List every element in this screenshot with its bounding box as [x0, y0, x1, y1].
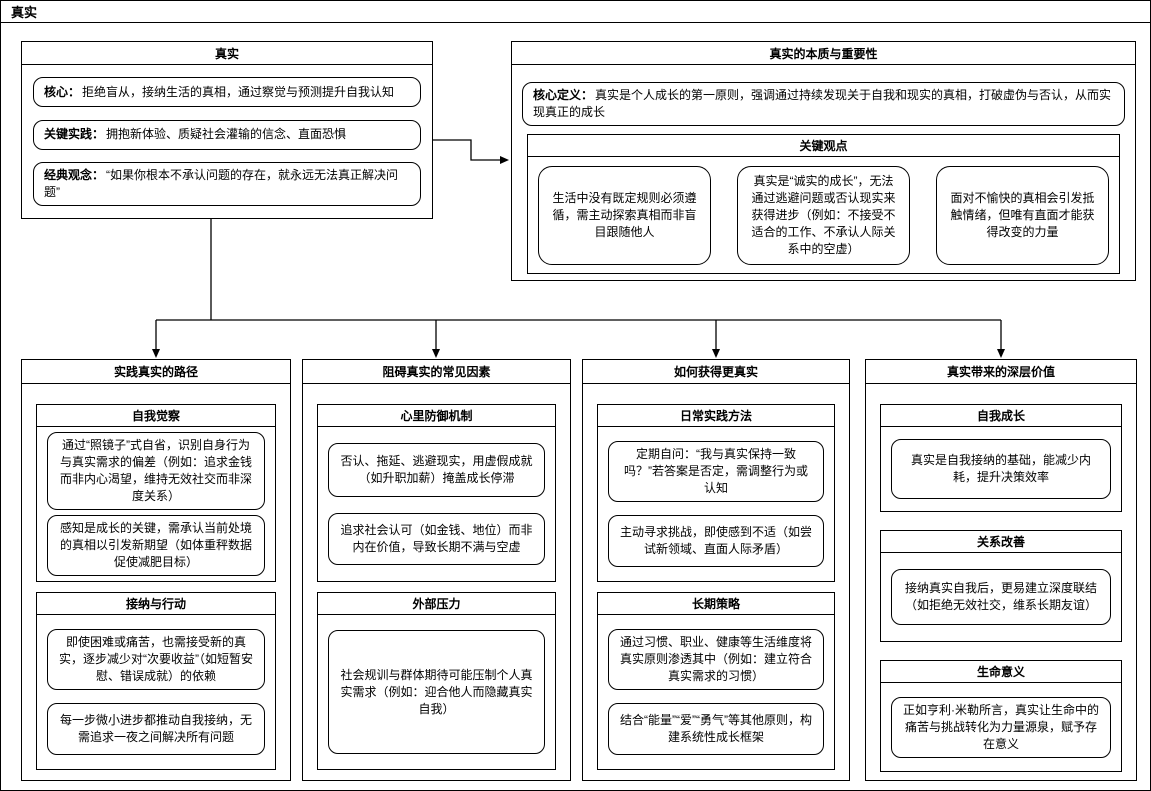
node-item[interactable]: 接纳真实自我后，更易建立深度联结（如拒绝无效社交，维系长期友谊）: [891, 569, 1111, 625]
diagram-title-bar: 真实: [1, 1, 1150, 23]
node-group-defense[interactable]: 心里防御机制 否认、拖延、逃避现实，用虚假成就（如升职加薪）掩盖成长停滞 追求社…: [317, 404, 556, 582]
node-essence-body: 核心定义：真实是个人成长的第一原则，强调通过持续发现关于自我和现实的真相，打破虚…: [512, 65, 1135, 274]
node-item[interactable]: 每一步微小进步都推动自我接纳，无需追求一夜之间解决所有问题: [47, 703, 265, 756]
column-title: 真实带来的深层价值: [866, 360, 1136, 384]
node-essence[interactable]: 真实的本质与重要性 核心定义：真实是个人成长的第一原则，强调通过持续发现关于自我…: [511, 41, 1136, 281]
node-item[interactable]: 通过“照镜子”式自省，识别自身行为与真实需求的偏差（例如：追求金钱而非内心渴望，…: [47, 432, 265, 510]
node-group-external-pressure[interactable]: 外部压力 社会规训与群体期待可能压制个人真实需求（例如：迎合他人而隐藏真实自我）: [317, 592, 556, 770]
node-item[interactable]: 追求社会认可（如金钱、地位）而非内在价值，导致长期不满与空虚: [328, 513, 545, 565]
node-item[interactable]: 真实是自我接纳的基础，能减少内耗，提升决策效率: [891, 439, 1111, 499]
node-item[interactable]: 感知是成长的关键，需承认当前处境的真相以引发新期望（如体重秤数据促使减肥目标）: [47, 515, 265, 576]
node-core-definition[interactable]: 核心定义：真实是个人成长的第一原则，强调通过持续发现关于自我和现实的真相，打破虚…: [522, 82, 1125, 126]
node-key-point[interactable]: 生活中没有既定规则必须遵循，需主动探索真相而非盲目跟随他人: [538, 166, 711, 265]
node-key-practice[interactable]: 关键实践：拥抱新体验、质疑社会灌输的信念、直面恐惧: [33, 119, 421, 150]
node-item[interactable]: 否认、拖延、逃避现实，用虚假成就（如升职加薪）掩盖成长停滞: [328, 443, 545, 497]
node-column-obstacles[interactable]: 阻碍真实的常见因素 心里防御机制 否认、拖延、逃避现实，用虚假成就（如升职加薪）…: [302, 359, 571, 781]
node-key-points-row: 生活中没有既定规则必须遵循，需主动探索真相而非盲目跟随他人 真实是“诚实的成长”…: [528, 157, 1119, 274]
node-key-practice-text: 关键实践：拥抱新体验、质疑社会灌输的信念、直面恐惧: [44, 127, 347, 141]
node-item[interactable]: 结合“能量”“爱”“勇气”等其他原则，构建系统性成长框架: [608, 703, 824, 756]
node-group-daily-practice[interactable]: 日常实践方法 定期自问：“我与真实保持一致吗？”若答案是否定，需调整行为或认知 …: [597, 404, 835, 582]
node-key-point[interactable]: 真实是“诚实的成长”，无法通过逃避问题或否认现实来获得进步（例如：不接受不适合的…: [737, 166, 910, 265]
node-item[interactable]: 定期自问：“我与真实保持一致吗？”若答案是否定，需调整行为或认知: [608, 440, 824, 502]
node-core-text: 核心：拒绝盲从，接纳生活的真相，通过察觉与预测提升自我认知: [44, 84, 395, 99]
node-key-point[interactable]: 面对不愉快的真相会引发抵触情绪，但唯有直面才能获得改变的力量: [936, 166, 1109, 265]
page-title: 真实: [11, 5, 38, 20]
node-root-body: 核心：拒绝盲从，接纳生活的真相，通过察觉与预测提升自我认知 关键实践：拥抱新体验…: [22, 65, 432, 218]
node-key-points[interactable]: 关键观点 生活中没有既定规则必须遵循，需主动探索真相而非盲目跟随他人 真实是“诚…: [527, 134, 1120, 274]
node-group-self-awareness[interactable]: 自我觉察 通过“照镜子”式自省，识别自身行为与真实需求的偏差（例如：追求金钱而非…: [36, 404, 276, 582]
node-item[interactable]: 主动寻求挑战，即使感到不适（如尝试新领域、直面人际矛盾）: [608, 515, 824, 568]
node-root[interactable]: 真实 核心：拒绝盲从，接纳生活的真相，通过察觉与预测提升自我认知 关键实践：拥抱…: [21, 41, 433, 219]
node-group-long-term[interactable]: 长期策略 通过习惯、职业、健康等生活维度将真实原则渗透其中（例如：建立符合真实需…: [597, 592, 835, 770]
node-group-accept-act[interactable]: 接纳与行动 即使困难或痛苦，也需接受新的真实，逐步减少对“次要收益”（如短暂安慰…: [36, 592, 276, 770]
column-title: 如何获得更真实: [583, 360, 849, 384]
node-classic-view[interactable]: 经典观念：“如果你根本不承认问题的存在，就永远无法真正解决问题”: [33, 161, 421, 206]
node-classic-view-text: 经典观念：“如果你根本不承认问题的存在，就永远无法真正解决问题”: [44, 167, 399, 199]
node-column-paths[interactable]: 实践真实的路径 自我觉察 通过“照镜子”式自省，识别自身行为与真实需求的偏差（例…: [21, 359, 291, 781]
node-group-relationships[interactable]: 关系改善 接纳真实自我后，更易建立深度联结（如拒绝无效社交，维系长期友谊）: [880, 530, 1122, 642]
node-core[interactable]: 核心：拒绝盲从，接纳生活的真相，通过察觉与预测提升自我认知: [33, 77, 421, 108]
node-column-values[interactable]: 真实带来的深层价值 自我成长 真实是自我接纳的基础，能减少内耗，提升决策效率 关…: [865, 359, 1137, 781]
node-item[interactable]: 社会规训与群体期待可能压制个人真实需求（例如：迎合他人而隐藏真实自我）: [328, 630, 545, 754]
node-item[interactable]: 正如亨利·米勒所言，真实让生命中的痛苦与挑战转化为力量源泉，赋予存在意义: [891, 696, 1111, 758]
node-group-life-meaning[interactable]: 生命意义 正如亨利·米勒所言，真实让生命中的痛苦与挑战转化为力量源泉，赋予存在意…: [880, 660, 1122, 772]
node-group-self-growth[interactable]: 自我成长 真实是自我接纳的基础，能减少内耗，提升决策效率: [880, 404, 1122, 512]
node-item[interactable]: 通过习惯、职业、健康等生活维度将真实原则渗透其中（例如：建立符合真实需求的习惯）: [608, 628, 824, 690]
node-essence-title: 真实的本质与重要性: [512, 42, 1135, 65]
column-title: 阻碍真实的常见因素: [303, 360, 570, 384]
node-root-title: 真实: [22, 42, 432, 65]
node-key-points-title: 关键观点: [528, 135, 1119, 157]
node-item[interactable]: 即使困难或痛苦，也需接受新的真实，逐步减少对“次要收益”（如短暂安慰、错误成就）…: [47, 628, 265, 690]
node-core-definition-text: 核心定义：真实是个人成长的第一原则，强调通过持续发现关于自我和现实的真相，打破虚…: [533, 88, 1112, 119]
column-title: 实践真实的路径: [22, 360, 290, 384]
node-column-methods[interactable]: 如何获得更真实 日常实践方法 定期自问：“我与真实保持一致吗？”若答案是否定，需…: [582, 359, 850, 781]
